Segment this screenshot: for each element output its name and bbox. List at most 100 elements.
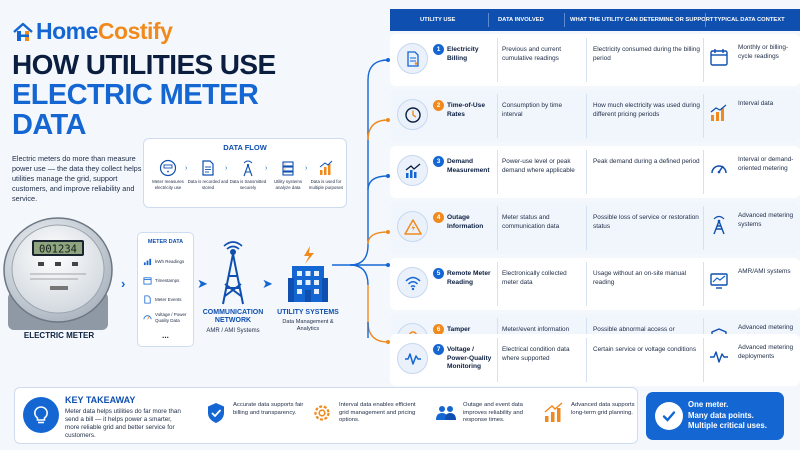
- meter-data-item: Timestamps: [143, 276, 179, 285]
- utility-use: Remote Meter Reading: [447, 270, 491, 286]
- title-line-2: ELECTRIC METER: [12, 79, 259, 111]
- column-header: WHAT THE UTILITY CAN DETERMINE OR SUPPOR…: [570, 17, 714, 23]
- data-flow-step: Utility systems analyze data: [266, 159, 310, 190]
- table-row: 5 Remote Meter Reading Electronically co…: [390, 258, 800, 310]
- data-flow-step: Data is transmitted securely: [226, 159, 270, 190]
- page-title: HOW UTILITIES USE ELECTRIC METER DATA: [12, 49, 287, 141]
- data-flow-step: Data is recorded and stored: [186, 159, 230, 190]
- kwh-chart-icon: [143, 258, 152, 266]
- meter-data-item: Voltage / Power Quality Data: [143, 312, 195, 323]
- calendar-icon: [143, 277, 152, 285]
- more-indicator: ...: [162, 331, 169, 340]
- title-line-3: DATA: [12, 109, 86, 141]
- warning-icon: [403, 218, 422, 235]
- speedometer-icon: [711, 165, 727, 174]
- meter-data-panel: METER DATA kWh Readings Timestamps Meter…: [137, 232, 194, 347]
- column-header: UTILITY USE: [420, 17, 456, 23]
- data-context: AMR/AMI systems: [738, 268, 791, 275]
- wifi-icon: [404, 276, 421, 290]
- data-flow-step: Data is used for multiple purposes: [304, 159, 348, 190]
- meter-label: ELECTRIC METER: [23, 331, 95, 340]
- connector-lines: [332, 58, 390, 344]
- brand-logo[interactable]: HomeCostify: [12, 18, 173, 45]
- meter-data-title: METER DATA: [147, 239, 184, 245]
- data-context: Monthly or billing-cycle readings: [738, 44, 789, 60]
- data-flow-panel: DATA FLOW Meter measures electricity use…: [143, 138, 347, 208]
- table-row: 4 Outage Information Meter status and co…: [390, 202, 800, 254]
- data-context: Interval or demand-oriented metering: [738, 156, 794, 172]
- house-logo-icon: [13, 22, 33, 41]
- row-number: 1: [433, 44, 444, 55]
- callout-line-1: One meter.: [688, 400, 729, 409]
- meter-data-item: Meter Events: [143, 295, 182, 304]
- utility-building-icon: [288, 246, 328, 302]
- what-determined: Electricity consumed during the billing …: [593, 46, 700, 62]
- tower-icon: [713, 215, 725, 235]
- utility-use: Outage Information: [447, 214, 484, 230]
- table-row: 7 Voltage / Power-Quality Monitoring Ele…: [390, 334, 800, 386]
- what-determined: Peak demand during a defined period: [593, 158, 700, 165]
- key-takeaway-title: KEY TAKEAWAY: [65, 395, 136, 405]
- row-number: 7: [433, 344, 444, 355]
- voltage-gauge-icon: [143, 315, 152, 320]
- waveform-icon: [404, 352, 421, 365]
- bill-document-icon: [406, 50, 419, 67]
- data-involved: Meter status and communication data: [502, 214, 560, 230]
- takeaway-point: Accurate data supports fair billing and …: [205, 402, 313, 424]
- summary-callout: One meter. Many data points. Multiple cr…: [646, 392, 784, 440]
- monitor-icon: [710, 273, 728, 289]
- what-determined: Certain service or voltage conditions: [593, 346, 697, 353]
- intro-text: Electric meters do more than measure pow…: [12, 154, 142, 203]
- row-number: 2: [433, 100, 444, 111]
- table-header: UTILITY USE DATA INVOLVED WHAT THE UTILI…: [390, 9, 800, 31]
- communication-network-label: COMMUNICATION NETWORK AMR / AMI Systems: [202, 309, 264, 334]
- column-header: DATA INVOLVED: [498, 17, 544, 23]
- what-determined: Possible loss of service or restoration …: [593, 214, 699, 230]
- title-line-1: HOW UTILITIES USE: [12, 49, 276, 80]
- flow-arrow-icon: ›: [305, 165, 308, 172]
- pulse-icon: [710, 351, 728, 363]
- data-context: Interval data: [738, 100, 774, 107]
- demand-chart-icon: [405, 163, 420, 178]
- calendar-icon: [710, 49, 728, 66]
- callout-line-3: Multiple critical uses.: [688, 421, 767, 431]
- arrow-right-icon: ›: [121, 276, 126, 291]
- flow-arrow-icon: ›: [225, 165, 228, 172]
- utility-use: Voltage / Power-Quality Monitoring: [447, 346, 492, 371]
- antenna-icon: [243, 160, 253, 177]
- arrow-right-icon: ➤: [197, 276, 208, 291]
- shield-check-icon: [208, 403, 224, 423]
- check-icon: [662, 411, 676, 422]
- data-involved: Previous and current cumulative readings: [502, 46, 561, 62]
- data-involved: Electrical condition data where supporte…: [502, 346, 570, 362]
- communication-tower-icon: [222, 241, 244, 305]
- document-icon: [202, 160, 214, 176]
- data-context: Advanced metering systems: [738, 212, 794, 228]
- utility-use: Demand Measurement: [447, 158, 490, 174]
- what-determined: Usage without an on-site manual reading: [593, 270, 687, 286]
- utility-use: Electricity Billing: [447, 46, 479, 62]
- utility-use: Time-of-Use Rates: [447, 102, 485, 118]
- data-involved: Electronically collected meter data: [502, 270, 567, 286]
- takeaway-point: Outage and event data improves reliabili…: [435, 402, 543, 425]
- meter-data-item: kWh Readings: [143, 257, 184, 266]
- data-involved: Meter/event information: [502, 326, 570, 333]
- bar-chart-icon: [319, 160, 333, 175]
- row-number: 6: [433, 324, 444, 335]
- data-flow-title: DATA FLOW: [223, 143, 267, 152]
- data-involved: Power-use level or peak demand where app…: [502, 158, 575, 174]
- brand-name: HomeCostify: [36, 18, 173, 44]
- arrow-right-icon: ➤: [262, 276, 273, 291]
- electric-meter-icon: 001234: [3, 217, 113, 330]
- meter-gauge-icon: [159, 159, 177, 177]
- key-takeaway-text: Meter data helps utilities do far more t…: [65, 408, 181, 439]
- takeaway-point: Interval data enables efficient grid man…: [311, 402, 419, 425]
- event-document-icon: [144, 295, 151, 304]
- table-row: 3 Demand Measurement Power-use level or …: [390, 146, 800, 198]
- row-number: 5: [433, 268, 444, 279]
- table-row: 2 Time-of-Use Rates Consumption by time …: [390, 90, 800, 142]
- data-context: Advanced metering deployments: [738, 344, 794, 360]
- data-flow-step: Meter measures electricity use: [146, 159, 190, 190]
- gear-icon: [314, 405, 330, 421]
- users-icon: [436, 406, 456, 420]
